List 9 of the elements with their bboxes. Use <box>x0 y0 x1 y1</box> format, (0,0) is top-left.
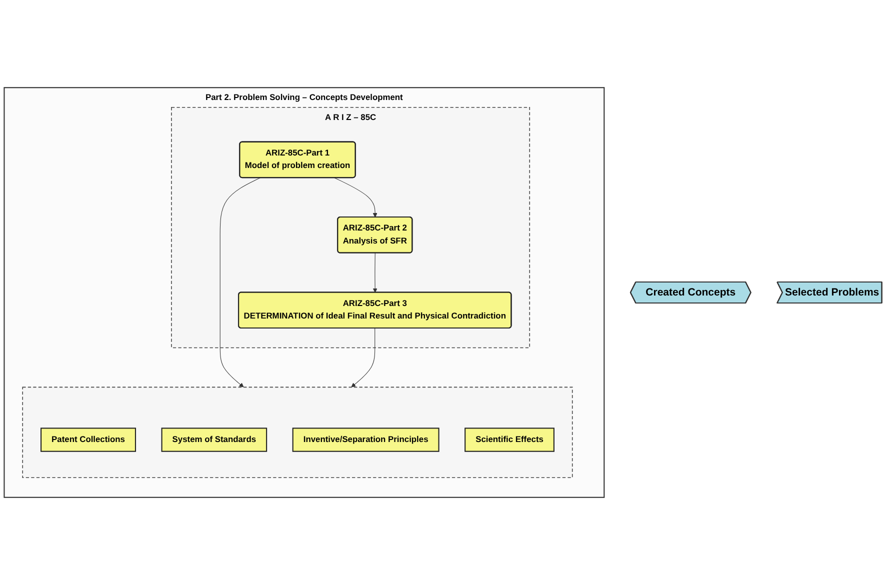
arrow <box>220 177 261 388</box>
arrow <box>372 252 378 293</box>
node-box: Patent Collections <box>40 428 136 452</box>
cluster <box>22 386 573 478</box>
node-box: Scientific Effects <box>464 428 554 452</box>
node-box: System of Standards <box>161 428 268 452</box>
arrow <box>351 328 376 388</box>
node-box: Inventive/Separation Principles <box>292 428 440 452</box>
arrow <box>334 178 378 218</box>
